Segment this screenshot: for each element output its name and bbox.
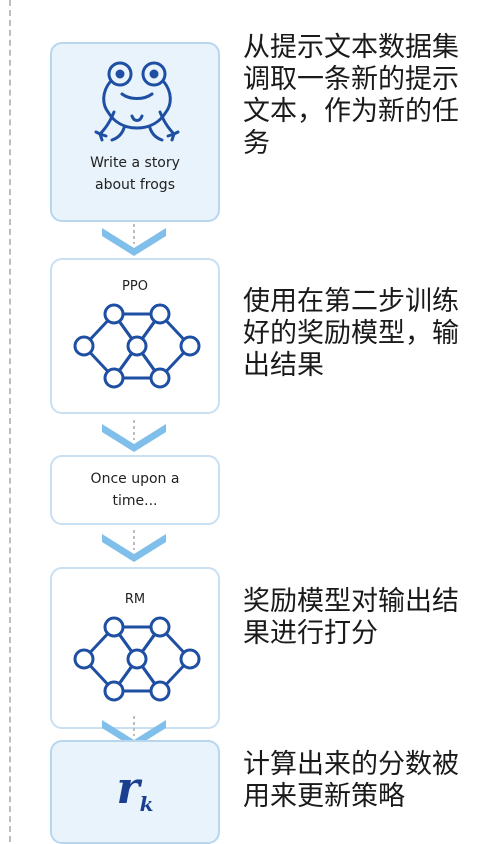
- down-arrow-icon: [102, 530, 166, 562]
- prompt-card: Write a story about frogs: [50, 42, 220, 222]
- ppo-title: PPO: [122, 279, 148, 294]
- reward-symbol: rk: [116, 763, 154, 817]
- step-1-description: 从提示文本数据集调取一条新的提示文本，作为新的任务: [243, 32, 459, 159]
- rm-title: RM: [124, 592, 146, 607]
- prompt-text: Write a story about frogs: [90, 155, 180, 193]
- frog-icon: [94, 61, 180, 142]
- step-5-description: 计算出来的分数被用来更新策略: [243, 749, 459, 812]
- down-arrow-icon: [102, 224, 166, 256]
- output-card: Once upon a time...: [50, 455, 220, 525]
- step-2-description: 使用在第二步训练好的奖励模型，输出结果: [243, 286, 459, 381]
- reward-subscript: k: [139, 792, 154, 816]
- output-text: Once upon a time...: [90, 471, 180, 509]
- reward-score-card: rk: [50, 740, 220, 844]
- dashed-separator: [9, 0, 11, 842]
- neural-network-icon: [73, 616, 201, 702]
- step-4-description: 奖励模型对输出结果进行打分: [243, 586, 459, 649]
- reward-model-card: RM: [50, 567, 220, 729]
- down-arrow-icon: [102, 420, 166, 452]
- neural-network-icon: [73, 303, 201, 389]
- ppo-model-card: PPO: [50, 258, 220, 414]
